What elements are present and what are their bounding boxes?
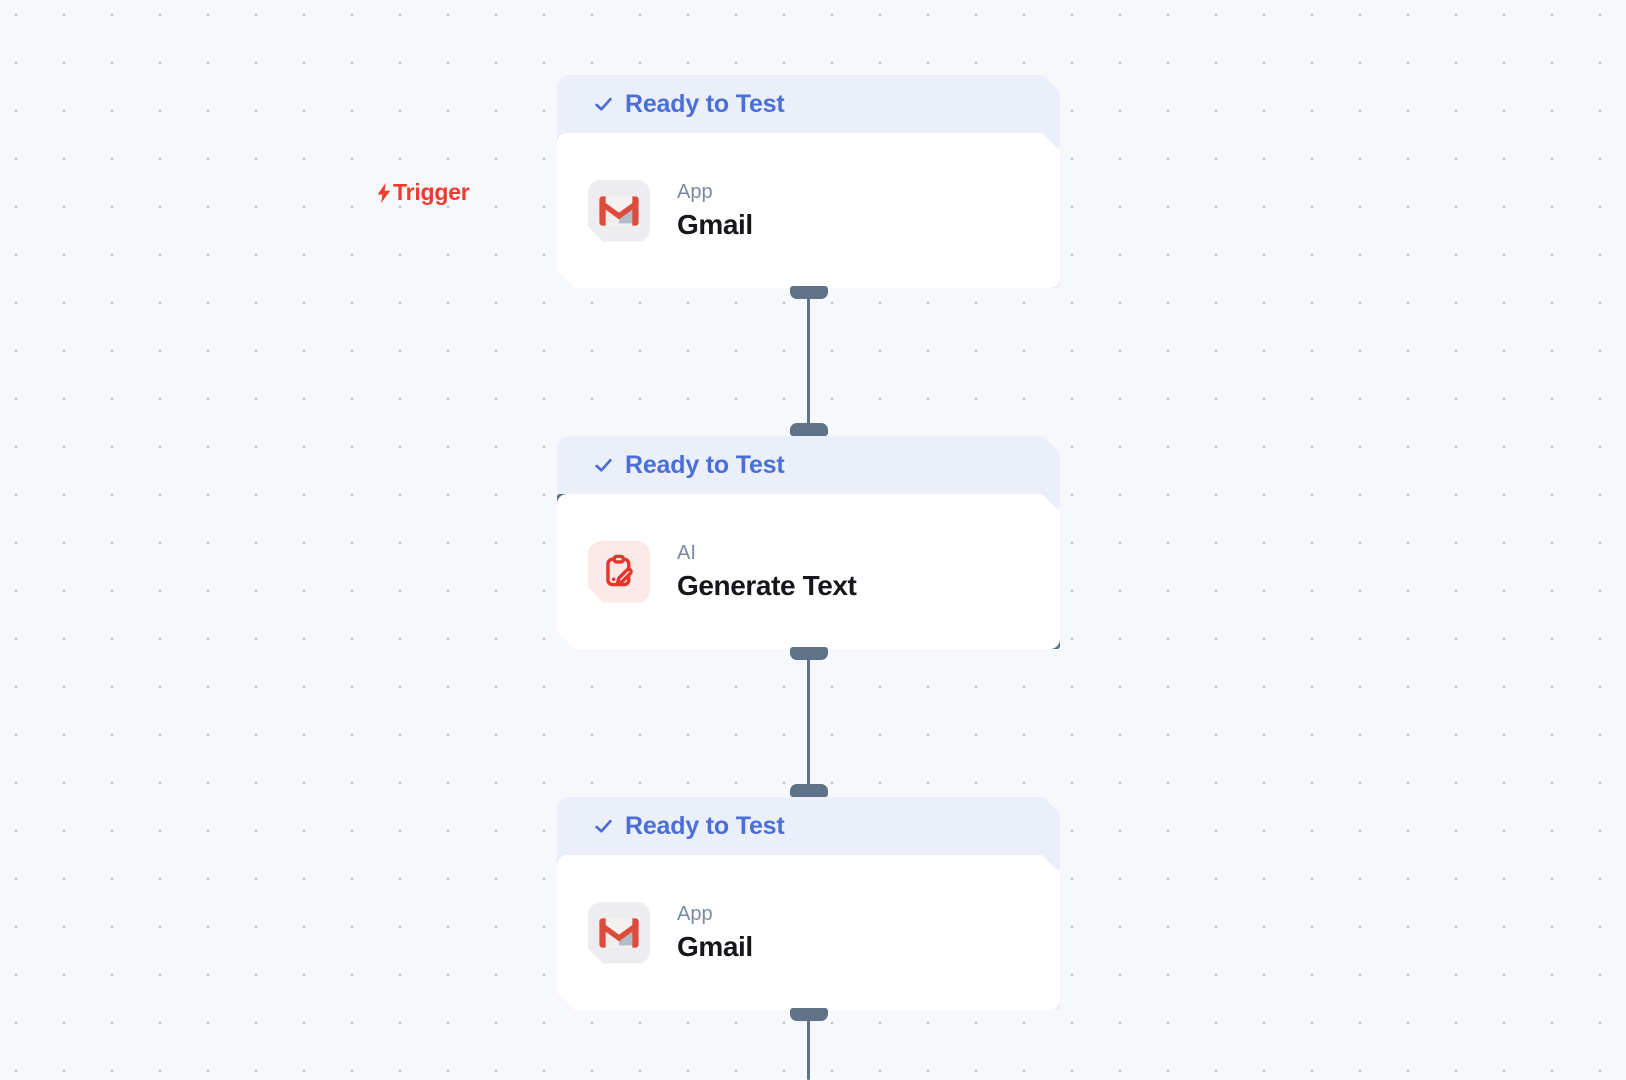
connection-handle-target[interactable] (790, 784, 828, 797)
node-title: Gmail (677, 930, 753, 962)
check-icon (593, 816, 614, 837)
gmail-icon (588, 180, 650, 242)
connection-handle-target[interactable] (790, 423, 828, 436)
node-card[interactable]: App Gmail (557, 133, 1060, 288)
node-card[interactable]: App Gmail (557, 855, 1060, 1010)
check-icon (593, 455, 614, 476)
workflow-node-gmail-action[interactable]: Ready to Test App Gmail (557, 797, 1060, 1010)
check-icon (593, 94, 614, 115)
connection-handle-source[interactable] (790, 1008, 828, 1021)
lightning-bolt-icon (376, 182, 392, 204)
node-kind-label: App (677, 180, 713, 203)
status-badge-label: Ready to Test (625, 451, 785, 479)
connector-line[interactable] (807, 290, 810, 430)
trigger-label: Trigger (376, 179, 470, 206)
trigger-label-text: Trigger (393, 179, 470, 205)
generate-text-icon (588, 541, 650, 603)
connection-handle-source[interactable] (790, 647, 828, 660)
connector-line[interactable] (807, 1014, 810, 1080)
status-badge-label: Ready to Test (625, 812, 785, 840)
node-kind-label: AI (677, 541, 696, 564)
workflow-node-generate-text[interactable]: Ready to Test AI Generate Text (557, 436, 1060, 649)
status-badge-label: Ready to Test (625, 90, 785, 118)
node-title: Generate Text (677, 569, 857, 601)
gmail-icon (588, 902, 650, 964)
connection-handle-source[interactable] (790, 286, 828, 299)
node-card[interactable]: AI Generate Text (557, 494, 1060, 649)
connector-line[interactable] (807, 652, 810, 788)
workflow-node-gmail-trigger[interactable]: Ready to Test App Gmail (557, 75, 1060, 288)
node-kind-label: App (677, 902, 713, 925)
node-title: Gmail (677, 208, 753, 240)
